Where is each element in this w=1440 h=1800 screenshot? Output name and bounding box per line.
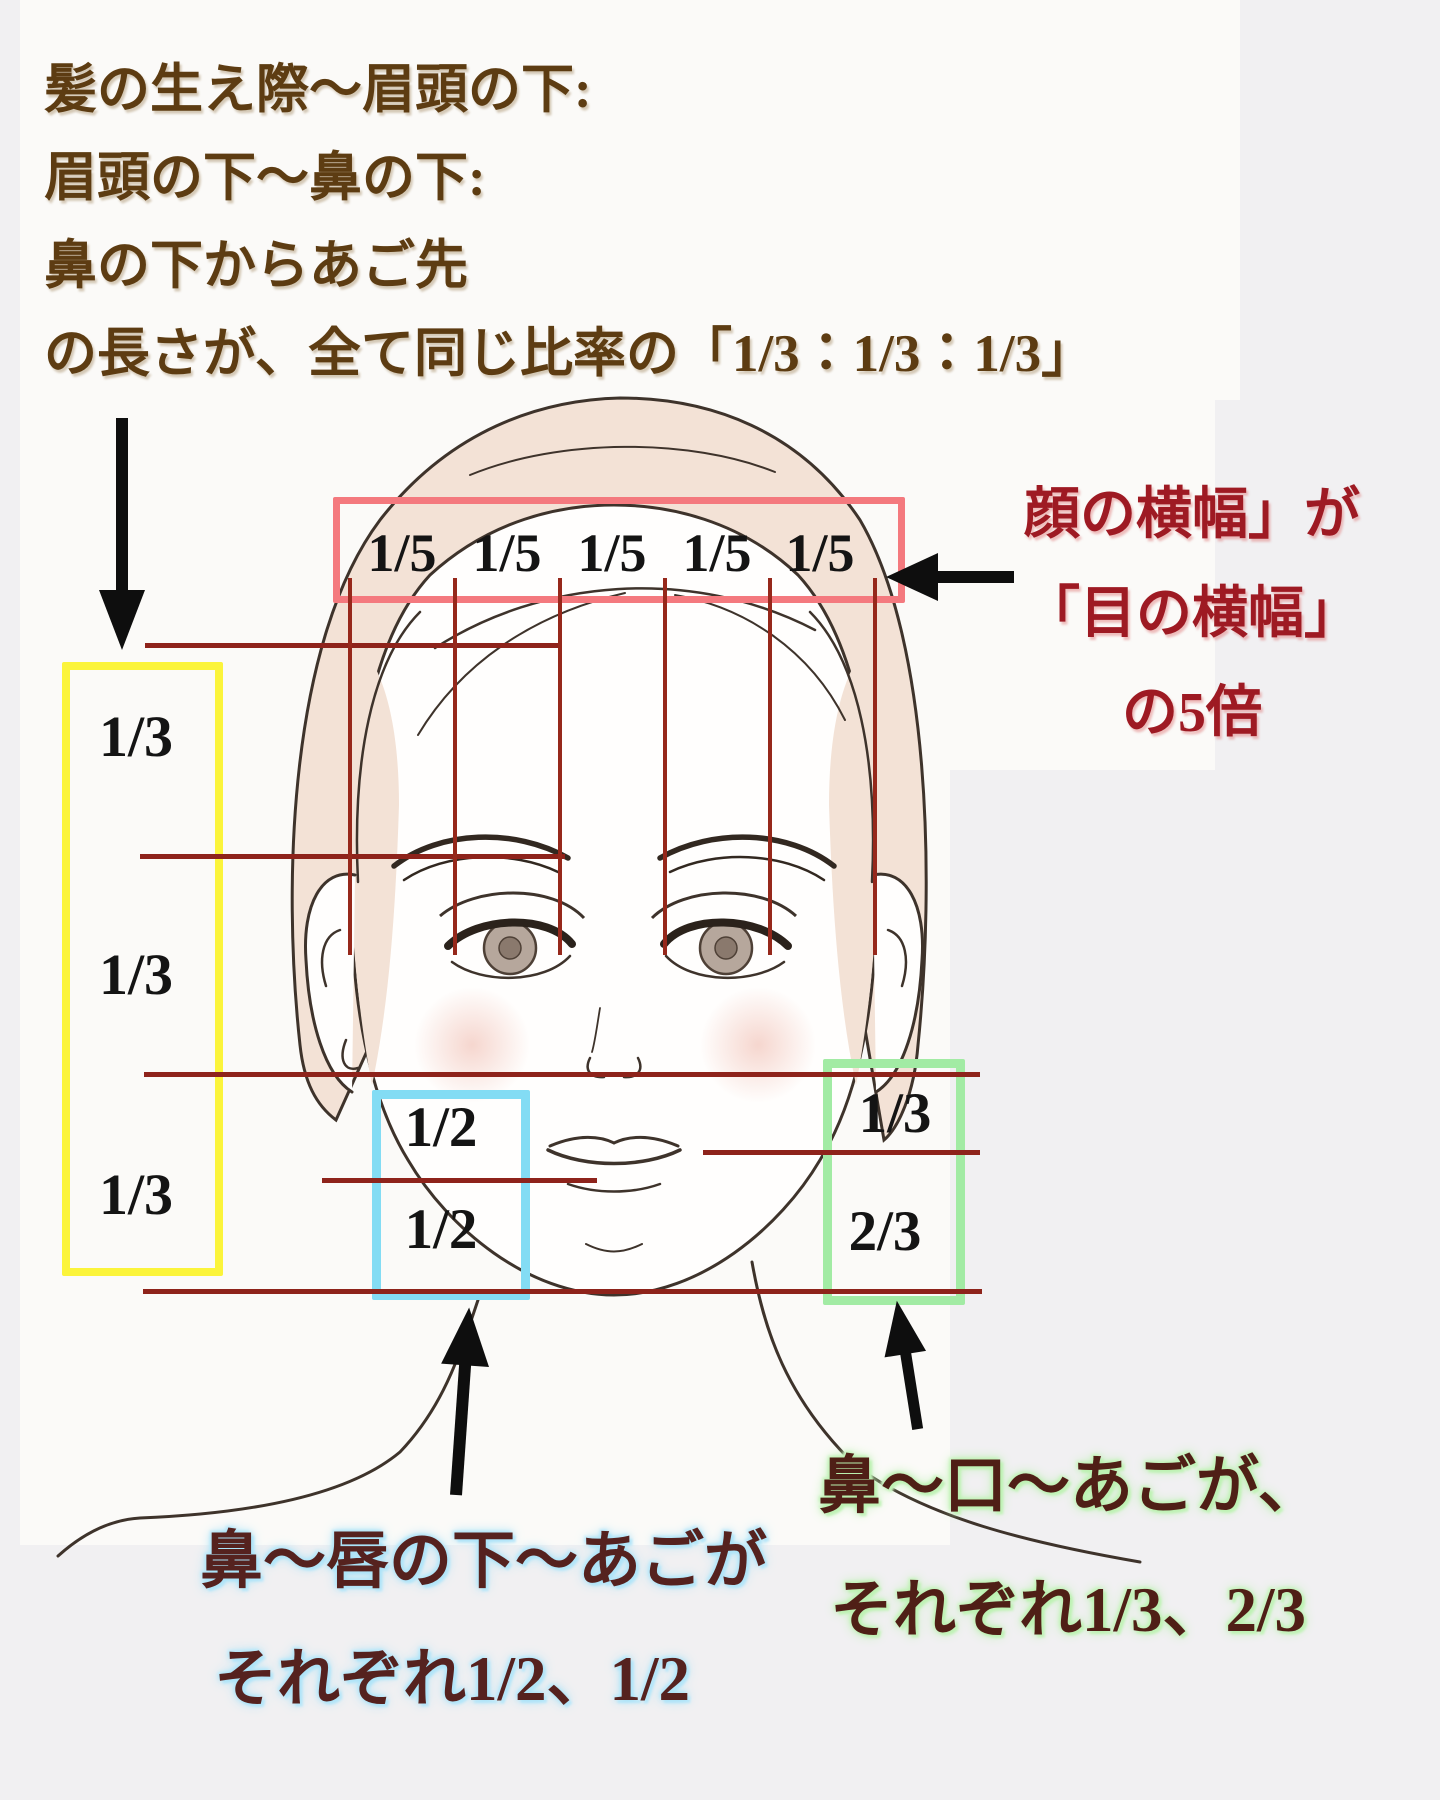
third-left-label-3: 1/3 (98, 1162, 174, 1227)
fifths-box (333, 497, 905, 603)
nose-guide (144, 1072, 980, 1077)
nose-mouth-chin-note: 鼻〜口〜あごが、 それぞれ1/3、2/3 (818, 1424, 1321, 1672)
eyebrow-right (657, 834, 837, 869)
fifth-guide-5 (768, 578, 772, 955)
nose-mouth-chin-note-line-2: それぞれ1/3、2/3 (830, 1575, 1307, 1645)
mouth (546, 1135, 682, 1253)
chin-crease (585, 1243, 643, 1253)
face-width-note-line-2: 「目の横幅」 (1024, 583, 1360, 645)
third-right-label-2: 2/3 (848, 1200, 922, 1263)
fifth-label-3: 1/5 (577, 523, 647, 583)
hair-lock-left (348, 640, 399, 1085)
third-left-label-1: 1/3 (98, 704, 174, 769)
half-label-2: 1/2 (404, 1198, 478, 1261)
face-width-note-line-1: 顔の横幅」が (1024, 484, 1360, 546)
blush-right (700, 987, 816, 1103)
left-arrow-icon (886, 553, 1014, 601)
halves-box (372, 1090, 530, 1300)
headline-line-2: 眉頭の下〜鼻の下: (44, 149, 486, 207)
face-width-note-line-3: の5倍 (1122, 682, 1262, 744)
fifth-label-2: 1/5 (472, 523, 542, 583)
blush-left (414, 987, 530, 1103)
half-label-1: 1/2 (404, 1096, 478, 1159)
lip-guide (322, 1178, 597, 1183)
fifth-guide-4 (663, 578, 667, 955)
nose-lip-chin-note: 鼻〜唇の下〜あごが それぞれ1/2、1/2 (200, 1502, 767, 1738)
face-width-note: 顔の横幅」が 「目の横幅」 の5倍 (952, 466, 1432, 763)
third-left-label-2: 1/3 (98, 942, 174, 1007)
fifth-label-1: 1/5 (367, 523, 437, 583)
headline: 髪の生え際〜眉頭の下: 眉頭の下〜鼻の下: 鼻の下からあご先 の長さが、全て同じ… (44, 46, 1284, 398)
thirds-box (62, 662, 223, 1276)
third-right-label-1: 1/3 (858, 1082, 932, 1145)
nose-mouth-chin-note-line-1: 鼻〜口〜あごが、 (818, 1451, 1321, 1521)
nose-lip-chin-note-line-1: 鼻〜唇の下〜あごが (200, 1526, 767, 1596)
down-arrow-icon (99, 418, 145, 650)
eyebrow-guide (140, 854, 565, 859)
fifth-guide-2 (453, 578, 457, 955)
hairline-guide (145, 643, 560, 648)
ear-left (303, 872, 360, 1094)
nose-lip-chin-note-line-2: それぞれ1/2、1/2 (214, 1644, 691, 1714)
headline-line-4: の長さが、全て同じ比率の「1/3：1/3：1/3」 (44, 325, 1095, 383)
fifth-guide-1 (348, 578, 352, 955)
mouth-ratio-box (823, 1059, 965, 1305)
ear-right (871, 872, 925, 1094)
mouth-guide (703, 1150, 980, 1155)
fifth-label-4: 1/5 (682, 523, 752, 583)
neck-shoulders (56, 1260, 1142, 1564)
fifth-guide-6 (873, 578, 877, 955)
fifth-label-5: 1/5 (785, 523, 855, 583)
headline-line-1: 髪の生え際〜眉頭の下: (44, 61, 592, 119)
fifth-guide-3 (558, 578, 562, 955)
chin-guide (143, 1289, 982, 1294)
headline-line-3: 鼻の下からあご先 (44, 237, 468, 295)
